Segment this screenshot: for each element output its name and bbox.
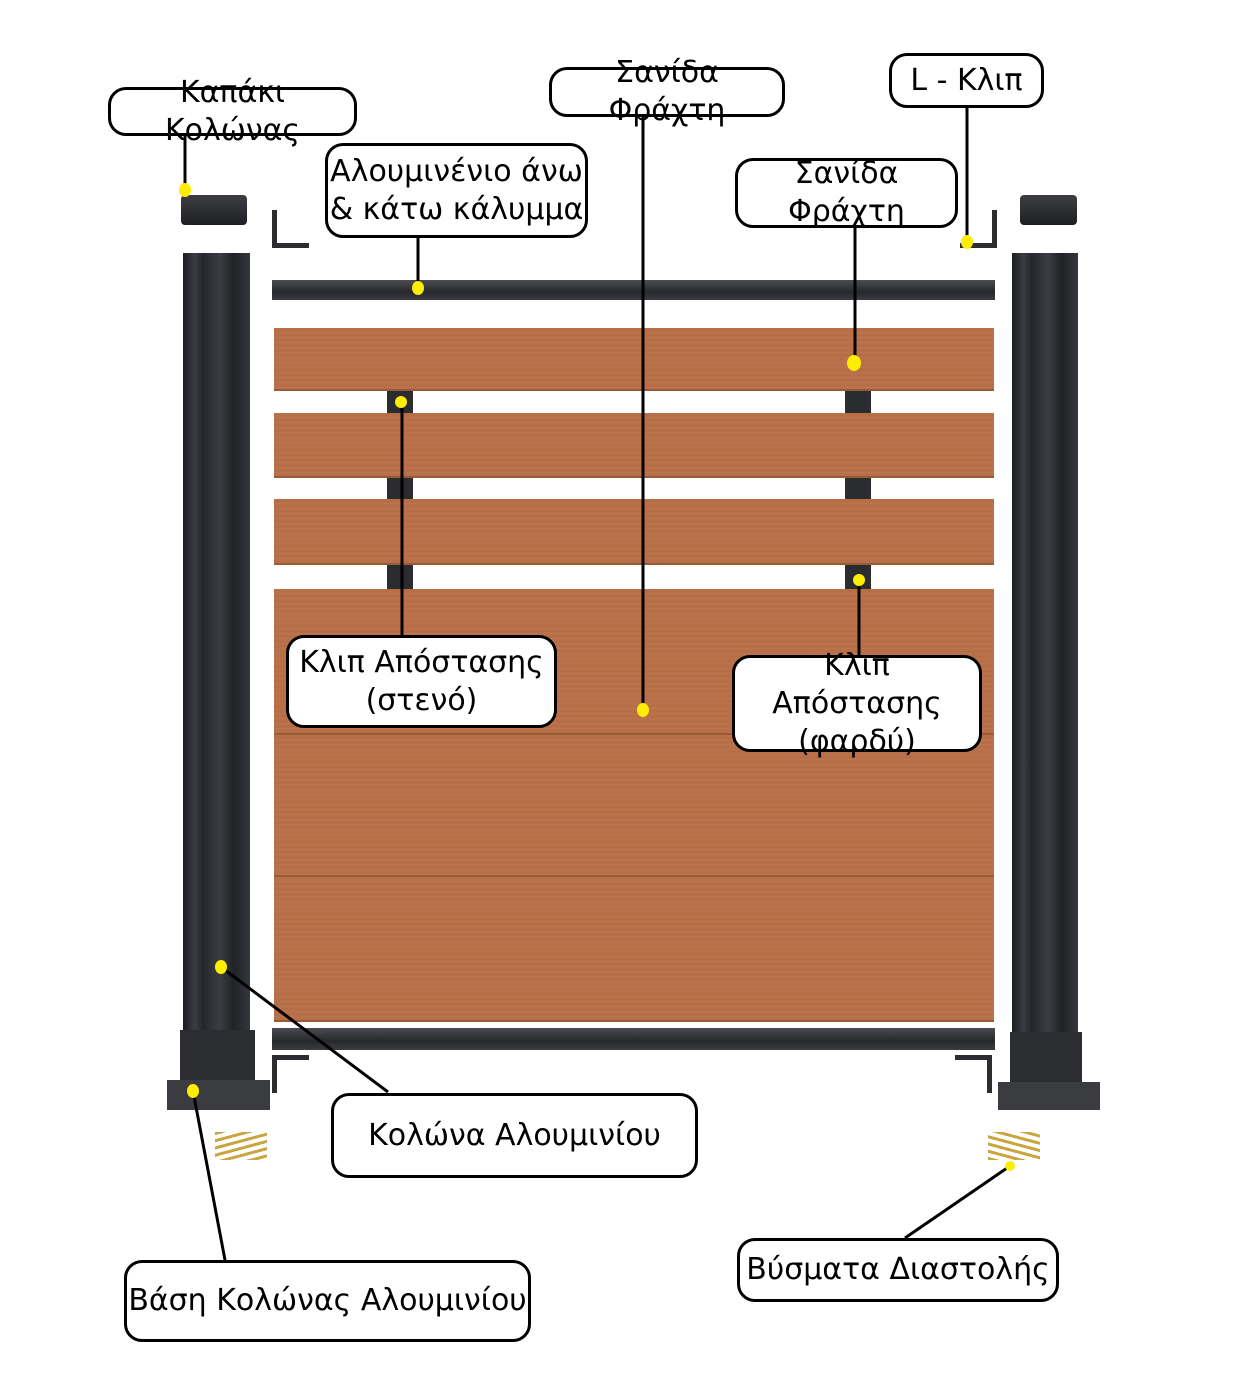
leader-line xyxy=(220,965,389,1094)
right-post-base xyxy=(1010,1032,1082,1087)
spacer-clip-narrow xyxy=(387,478,413,499)
right-post xyxy=(1012,253,1078,1043)
fence-board xyxy=(274,877,994,1022)
spacer-clip-wide xyxy=(845,391,871,413)
marker-dot xyxy=(215,960,227,974)
left-post-cap xyxy=(181,195,247,225)
marker-dot xyxy=(1005,1161,1015,1171)
label-spacer-narrow: Κλιπ Απόστασης (στενό) xyxy=(286,635,557,728)
marker-dot xyxy=(395,396,407,408)
l-clip xyxy=(272,210,309,248)
left-base-plate xyxy=(167,1080,270,1110)
leader-line xyxy=(191,1090,227,1261)
spacer-clip-narrow xyxy=(387,565,413,589)
marker-dot xyxy=(637,703,649,717)
label-expansion-plugs: Βύσματα Διαστολής xyxy=(737,1238,1059,1302)
fence-board xyxy=(274,735,994,877)
label-l-clip: L - Κλιπ xyxy=(889,53,1044,108)
fence-board xyxy=(274,413,994,478)
label-fence-board-1: Σανίδα Φράχτη xyxy=(549,55,785,128)
fence-board xyxy=(274,499,994,565)
label-rail-cover: Αλουμινένιο άνω & κάτω κάλυμμα xyxy=(325,143,588,238)
marker-dot xyxy=(412,281,424,295)
label-post-cap: Καπάκι Κολώνας xyxy=(108,75,357,148)
expansion-plugs-right xyxy=(988,1132,1040,1160)
label-aluminium-post: Κολώνα Αλουμινίου xyxy=(331,1093,698,1178)
label-spacer-wide: Κλιπ Απόστασης (φαρδύ) xyxy=(732,648,982,759)
right-post-cap xyxy=(1020,195,1077,225)
expansion-plugs-left xyxy=(215,1132,267,1160)
marker-dot xyxy=(187,1084,199,1098)
marker-dot xyxy=(179,183,191,197)
bottom-rail xyxy=(272,1028,995,1050)
marker-dot xyxy=(961,235,973,249)
marker-dot xyxy=(847,355,861,371)
top-rail xyxy=(272,280,995,300)
right-base-plate xyxy=(998,1082,1100,1110)
fence-board xyxy=(274,328,994,391)
label-fence-board-2: Σανίδα Φράχτη xyxy=(735,156,958,229)
marker-dot xyxy=(853,574,865,586)
leader-line xyxy=(904,1164,1011,1240)
label-post-base: Βάση Κολώνας Αλουμινίου xyxy=(124,1260,531,1342)
spacer-clip-wide xyxy=(845,478,871,499)
left-post xyxy=(183,253,250,1043)
left-post-base xyxy=(180,1030,255,1085)
